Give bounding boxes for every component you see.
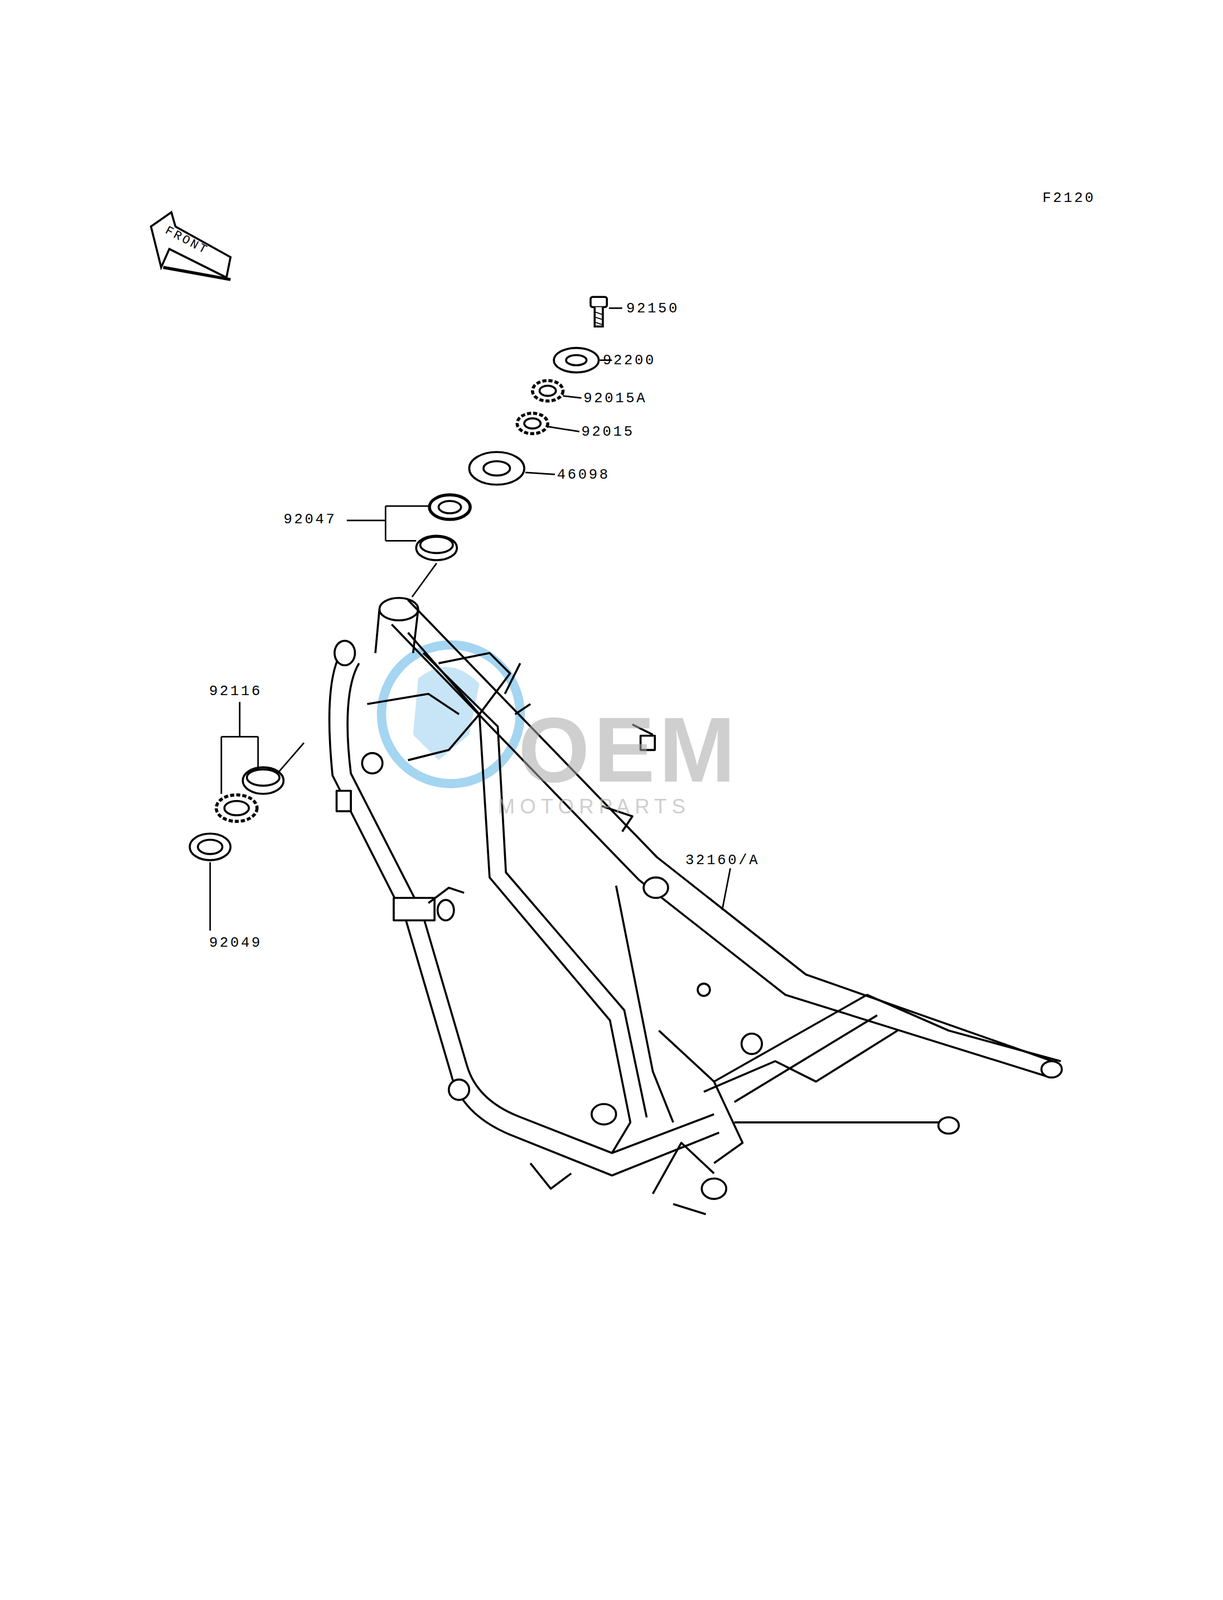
watermark: OEM (518, 703, 740, 796)
callout-number: 92049 (209, 935, 263, 950)
callout-number: 92015 (581, 424, 635, 439)
callout-number: 32160/A (685, 852, 760, 868)
front-arrow (151, 211, 231, 280)
drawing-number: F2120 (1042, 190, 1096, 206)
callout-number: 46098 (557, 467, 611, 482)
callout-number: 92015A (583, 390, 647, 406)
watermark: MOTORPARTS (498, 795, 691, 817)
motorcycle-frame (329, 597, 1062, 1215)
callout-number: 92200 (602, 353, 656, 368)
callout-number: 92150 (626, 301, 680, 316)
callout-number: 92047 (283, 511, 337, 527)
leader-lines (210, 307, 731, 931)
callout-number: 92116 (209, 683, 263, 698)
